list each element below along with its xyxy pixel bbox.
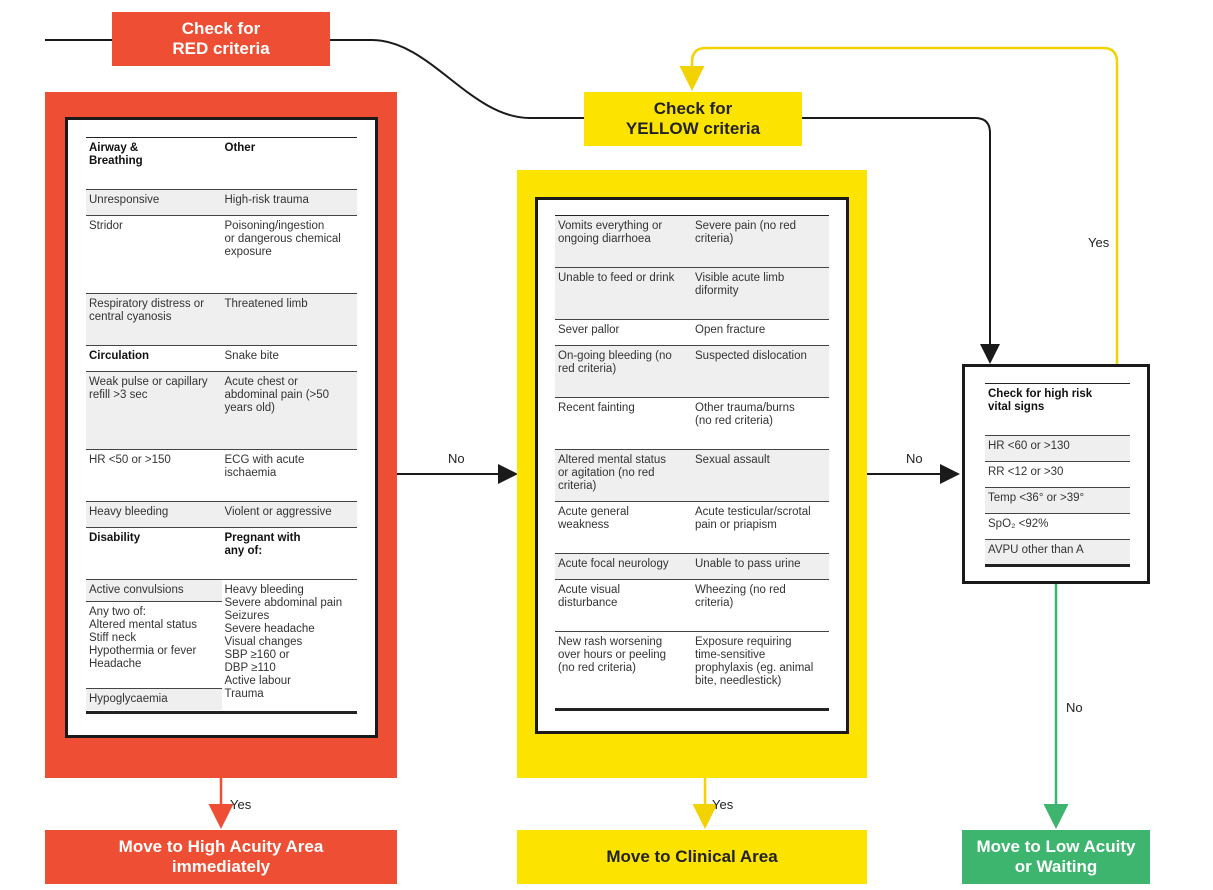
yellow-cell: Sexual assault (692, 449, 829, 502)
yellow-cell: Acute testicular/scrotal pain or priapis… (692, 501, 829, 554)
yellow-criteria-table: Vomits everything or ongoing diarrhoea S… (555, 215, 829, 711)
red-cell: Respiratory distress or central cyanosis (86, 293, 222, 346)
red-cell: Poisoning/ingestion or dangerous chemica… (221, 215, 357, 294)
yellow-cell: Wheezing (no red criteria) (692, 579, 829, 632)
yellow-cell: Other trauma/burns (no red criteria) (692, 397, 829, 450)
red-cell: ECG with acute ischaemia (221, 449, 357, 502)
check-yellow-box: Check for YELLOW criteria (584, 92, 802, 146)
yellow-cell: Unable to feed or drink (555, 267, 692, 320)
red-cell: Acute chest or abdominal pain (>50 years… (221, 371, 357, 450)
vital-signs-table: Check for high risk vital signs HR <60 o… (985, 383, 1130, 567)
yellow-cell: Altered mental status or agitation (no r… (555, 449, 692, 502)
red-criteria-table: Airway & Breathing Other Unresponsive Hi… (86, 137, 357, 714)
red-cell: High-risk trauma (221, 189, 357, 216)
red-criteria-card: Airway & Breathing Other Unresponsive Hi… (65, 117, 378, 738)
red-section-pregnant: Pregnant with any of: (221, 527, 357, 580)
yellow-cell: Visible acute limb diformity (692, 267, 829, 320)
yellow-cell: On-going bleeding (no red criteria) (555, 345, 692, 398)
vitals-yes-loop (679, 46, 1119, 365)
vitals-item: RR <12 or >30 (985, 461, 1130, 488)
red-header-airway: Airway & Breathing (86, 137, 222, 190)
yellow-cell: Acute focal neurology (555, 553, 692, 580)
red-cell: Violent or aggressive (221, 501, 357, 528)
outcome-clinical-area: Move to Clinical Area (517, 830, 867, 884)
red-cell: Unresponsive (86, 189, 222, 216)
red-cell: HR <50 or >150 (86, 449, 222, 502)
vital-signs-card: Check for high risk vital signs HR <60 o… (962, 364, 1150, 584)
vitals-item: AVPU other than A (985, 539, 1130, 567)
red-cell: Stridor (86, 215, 222, 294)
red-to-yellow-line (330, 39, 584, 119)
red-cell: Heavy bleeding (86, 501, 222, 528)
vitals-item: SpO₂ <92% (985, 513, 1130, 540)
red-header-other: Other (221, 137, 357, 190)
vitals-item: Temp <36° or >39° (985, 487, 1130, 514)
yellow-cell: Unable to pass urine (692, 553, 829, 580)
yellow-cell: Recent fainting (555, 397, 692, 450)
yellow-to-vitals-line (802, 117, 1000, 364)
yellow-criteria-card: Vomits everything or ongoing diarrhoea S… (535, 197, 849, 734)
outcome-high-acuity: Move to High Acuity Area immediately (45, 830, 397, 884)
no-label-red: No (448, 451, 465, 466)
yellow-cell: Suspected dislocation (692, 345, 829, 398)
yellow-cell: Acute visual disturbance (555, 579, 692, 632)
yellow-cell: Exposure requiring time-sensitive prophy… (692, 631, 829, 711)
yellow-cell: New rash worsening over hours or peeling… (555, 631, 692, 711)
vitals-header: Check for high risk vital signs (985, 383, 1130, 436)
yellow-cell: Open fracture (692, 319, 829, 346)
red-section-disability: Disability (86, 527, 222, 580)
red-disability-item: Any two of: Altered mental status Stiff … (86, 602, 222, 689)
yes-label-vitals: Yes (1088, 235, 1110, 250)
outcome-low-acuity: Move to Low Acuity or Waiting (962, 830, 1150, 884)
red-cell: Snake bite (221, 345, 357, 372)
red-cell: Weak pulse or capillary refill >3 sec (86, 371, 222, 450)
red-cell: Threatened limb (221, 293, 357, 346)
check-red-box: Check for RED criteria (112, 12, 330, 66)
red-pregnant-list: Heavy bleeding Severe abdominal pain Sei… (221, 579, 357, 714)
no-label-vitals: No (1066, 700, 1083, 715)
yellow-cell: Acute general weakness (555, 501, 692, 554)
no-label-yellow: No (906, 451, 923, 466)
yellow-cell: Severe pain (no red criteria) (692, 215, 829, 268)
yellow-cell: Vomits everything or ongoing diarrhoea (555, 215, 692, 268)
red-section-circulation: Circulation (86, 345, 222, 372)
yes-label-yellow: Yes (712, 797, 734, 812)
yes-label-red: Yes (230, 797, 252, 812)
red-disability-item: Hypoglycaemia (86, 689, 222, 710)
vitals-item: HR <60 or >130 (985, 435, 1130, 462)
red-disability-item: Active convulsions (86, 580, 222, 602)
yellow-cell: Sever pallor (555, 319, 692, 346)
